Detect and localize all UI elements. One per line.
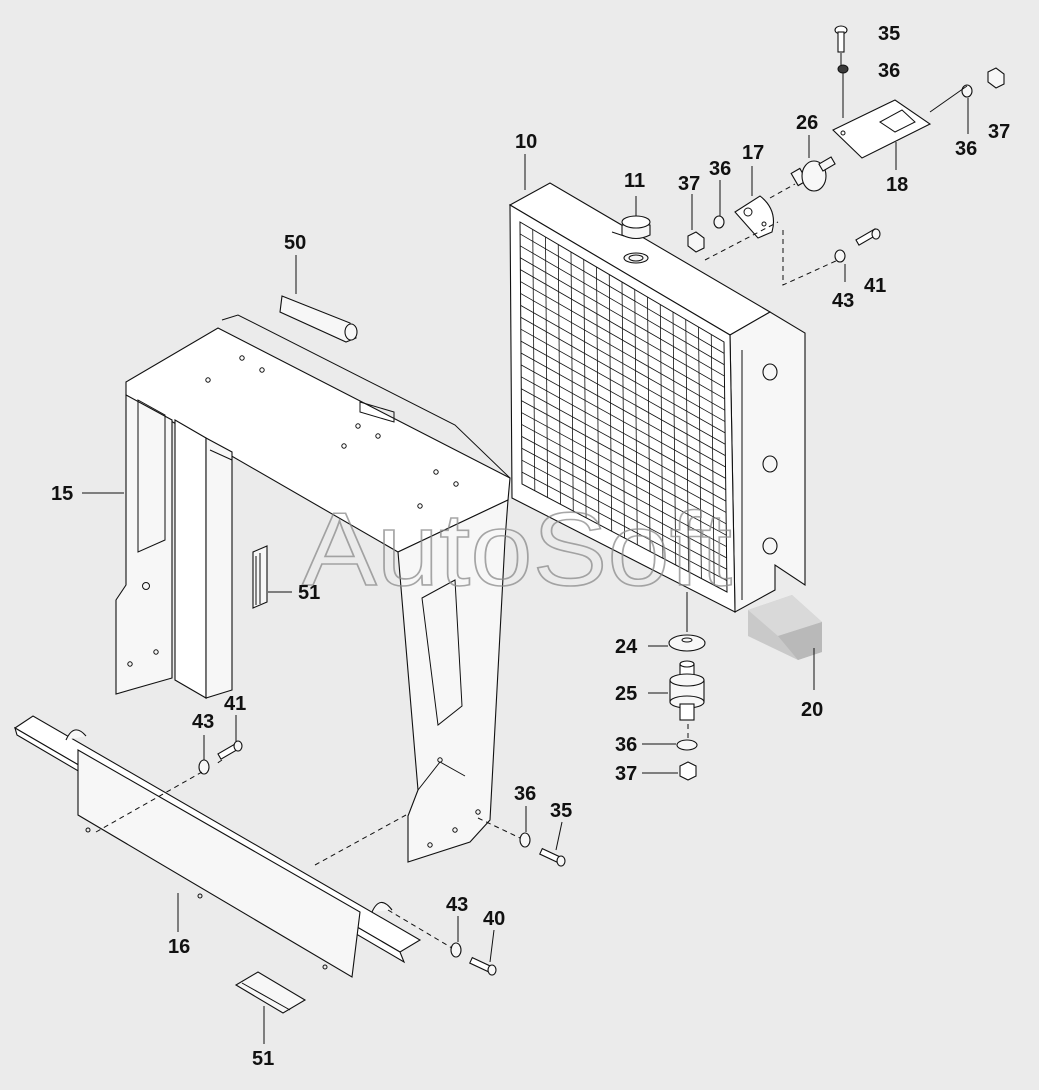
callout-50: 50 (284, 232, 306, 254)
callout-37-mid: 37 (678, 173, 700, 195)
callout-36-mid: 36 (709, 158, 731, 180)
bolt-part-41-right (855, 228, 881, 246)
washer-part-36-bottom (519, 832, 531, 848)
callout-37-lower: 37 (615, 763, 637, 785)
bolt-part-35-bottom (539, 847, 566, 867)
seal-strip-part-51-lower (234, 971, 307, 1014)
washer-part-36-right (961, 84, 973, 98)
callout-18: 18 (886, 174, 908, 196)
watermark-text: AutoSoft (302, 492, 732, 608)
bolt-part-35-top (834, 25, 848, 53)
callout-17: 17 (742, 142, 764, 164)
callout-16: 16 (168, 936, 190, 958)
washer-part-36-mid (713, 215, 725, 229)
washer-part-36-top (837, 64, 849, 74)
callout-36-lower: 36 (615, 734, 637, 756)
callout-20: 20 (801, 699, 823, 721)
rubber-mount-part-26 (790, 156, 836, 192)
callout-51-lower: 51 (252, 1048, 274, 1070)
leader-lines (82, 53, 969, 1044)
callout-35-top: 35 (878, 23, 900, 45)
callout-36-right: 36 (955, 138, 977, 160)
nut-part-37-lower (679, 761, 697, 781)
seal-strip-part-51-upper (252, 545, 268, 609)
callout-15: 15 (51, 483, 73, 505)
nut-part-37-mid (687, 231, 705, 253)
callout-41-right: 41 (864, 275, 886, 297)
callout-26: 26 (796, 112, 818, 134)
callout-43-bottom: 43 (446, 894, 468, 916)
washer-part-43-bottom (450, 942, 462, 958)
washer-part-43-right (834, 249, 846, 263)
rubber-strip-part-50 (279, 295, 358, 343)
callout-40: 40 (483, 908, 505, 930)
washer-part-36-lower (676, 739, 698, 751)
callout-51-upper: 51 (298, 582, 320, 604)
callout-41-left: 41 (224, 693, 246, 715)
callout-36-bottom: 36 (514, 783, 536, 805)
radiator-cap-part-11 (611, 215, 651, 264)
callout-43-right: 43 (832, 290, 854, 312)
nut-part-37-right (987, 67, 1005, 89)
callout-43-left: 43 (192, 711, 214, 733)
callout-24: 24 (615, 636, 638, 658)
support-bracket-part-16 (13, 715, 422, 978)
washer-part-43-left (198, 759, 210, 775)
callout-11: 11 (624, 170, 645, 192)
washer-part-24 (668, 634, 706, 652)
callout-labels: 35 36 36 37 26 10 17 18 11 37 36 41 43 5… (51, 23, 1010, 1070)
bolt-part-40 (469, 956, 497, 976)
callout-25: 25 (615, 683, 637, 705)
foam-block-part-20 (748, 595, 822, 660)
callout-36-top: 36 (878, 60, 900, 82)
callout-35-bottom: 35 (550, 800, 572, 822)
bracket-part-18 (832, 99, 932, 159)
plate-part-17 (734, 195, 775, 239)
rubber-mount-part-25 (669, 660, 705, 721)
bolt-part-41-left (217, 740, 243, 760)
fan-shroud-part-15 (115, 314, 511, 863)
callout-10: 10 (515, 131, 537, 153)
callout-37-right: 37 (988, 121, 1010, 143)
